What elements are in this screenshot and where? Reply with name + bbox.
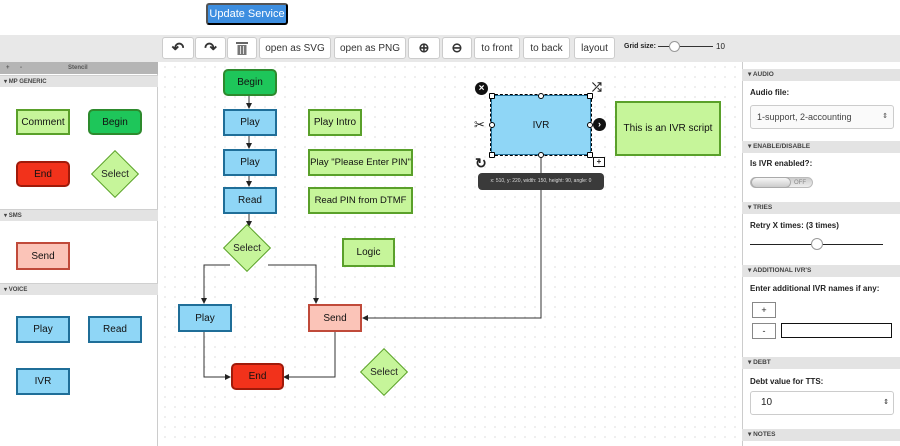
clone-icon[interactable]: + [593,157,605,167]
stencil-group-voice[interactable]: ▾ VOICE [0,283,158,295]
debt-input[interactable]: 10⇕ [750,391,894,415]
link-arrow-icon[interactable]: › [593,118,606,131]
section-notes[interactable]: ▾ NOTES [742,429,900,441]
redo-button[interactable]: ↷ [195,37,226,59]
stencil-expand-button[interactable]: + [6,65,10,71]
open-svg-button[interactable]: open as SVG [259,37,331,59]
stencil-begin[interactable]: Begin [88,109,142,135]
node-select-label: Select [370,367,398,378]
grid-size-value: 10 [716,42,725,51]
delete-button[interactable] [227,37,257,59]
zoom-out-button[interactable]: ⊖ [442,37,472,59]
link [283,331,336,380]
section-debt[interactable]: ▾ DEBT [742,357,900,369]
link [201,264,230,304]
stencil-read[interactable]: Read [88,316,142,343]
shuffle-link-icon[interactable]: ⤮ [592,80,602,94]
zoom-out-icon: ⊖ [451,40,463,55]
geometry-tooltip: x: 510, y: 220, width: 150, height: 90, … [478,173,604,190]
zoom-in-icon: ⊕ [418,40,430,55]
stencil-group-mp-generic[interactable]: ▾ MP GENERIC [0,75,158,87]
node-play[interactable]: Play [178,304,232,332]
link [362,155,542,321]
add-ivr-button[interactable]: + [752,302,776,318]
node-ivr-selected[interactable]: IVR [490,94,592,156]
retry-slider-thumb[interactable] [811,238,823,250]
stencil-group-sms[interactable]: ▾ SMS [0,209,158,221]
resize-handle[interactable] [489,122,495,128]
undo-button[interactable]: ↶ [162,37,194,59]
resize-handle[interactable] [587,93,593,99]
node-play[interactable]: Play [223,109,277,136]
node-send[interactable]: Send [308,304,362,332]
to-back-button[interactable]: to back [523,37,570,59]
stencil-play[interactable]: Play [16,316,70,343]
section-tries[interactable]: ▾ TRIES [742,202,900,214]
debt-label: Debt value for TTS: [750,377,824,386]
resize-handle[interactable] [587,152,593,158]
stencil-select-label: Select [101,169,129,180]
comment-ivr-script[interactable]: This is an IVR script [615,101,721,156]
stencil-comment[interactable]: Comment [16,109,70,135]
section-enable[interactable]: ▾ ENABLE/DISABLE [742,141,900,153]
ivr-enabled-toggle[interactable]: OFF [750,177,813,188]
section-audio[interactable]: ▾ AUDIO [742,69,900,81]
select-arrows-icon: ⇕ [882,113,888,120]
retry-label: Retry X times: (3 times) [750,221,839,230]
comment-play-intro[interactable]: Play Intro [308,109,362,136]
audio-file-select[interactable]: 1-support, 2-accounting⇕ [750,105,894,129]
undo-icon: ↶ [171,40,185,57]
layout-button[interactable]: layout [574,37,615,59]
update-service-button[interactable]: Update Service [206,3,288,25]
grid-size-slider[interactable] [658,46,713,47]
comment-logic[interactable]: Logic [342,238,395,267]
stepper-icon: ⇕ [883,399,889,406]
resize-handle[interactable] [538,152,544,158]
resize-handle[interactable] [489,93,495,99]
open-png-button[interactable]: open as PNG [334,37,406,59]
remove-icon[interactable]: × [475,82,488,95]
comment-read-pin[interactable]: Read PIN from DTMF [308,187,413,214]
resize-handle[interactable] [489,152,495,158]
stencil-end[interactable]: End [16,161,70,187]
scissors-icon[interactable]: ✂ [474,117,485,132]
node-end[interactable]: End [231,363,284,390]
trash-icon [236,42,248,55]
grid-size-slider-thumb[interactable] [669,41,680,52]
remove-ivr-button[interactable]: - [752,323,776,339]
link [268,264,319,304]
grid-size-label: Grid size: [624,43,656,50]
additional-ivr-label: Enter additional IVR names if any: [750,284,880,293]
audio-file-label: Audio file: [750,88,790,97]
link [203,331,231,380]
stencil-header: + - Stencil [0,62,158,74]
to-front-button[interactable]: to front [474,37,520,59]
section-additional-ivrs[interactable]: ▾ ADDITIONAL IVR'S [742,265,900,277]
additional-ivr-input[interactable] [781,323,892,338]
resize-handle[interactable] [587,122,593,128]
comment-play-pin[interactable]: Play "Please Enter PIN" [308,149,413,176]
stencil-collapse-button[interactable]: - [20,65,22,71]
stencil-title: Stencil [68,65,88,71]
stencil-send[interactable]: Send [16,242,70,270]
ivr-enabled-label: Is IVR enabled?: [750,159,813,168]
resize-handle[interactable] [538,93,544,99]
rotate-icon[interactable]: ↻ [475,155,487,171]
zoom-in-button[interactable]: ⊕ [408,37,440,59]
node-select-label: Select [233,243,261,254]
node-read[interactable]: Read [223,187,277,214]
node-begin[interactable]: Begin [223,69,277,96]
redo-icon: ↷ [204,40,217,57]
node-play[interactable]: Play [223,149,277,176]
stencil-ivr[interactable]: IVR [16,368,70,395]
